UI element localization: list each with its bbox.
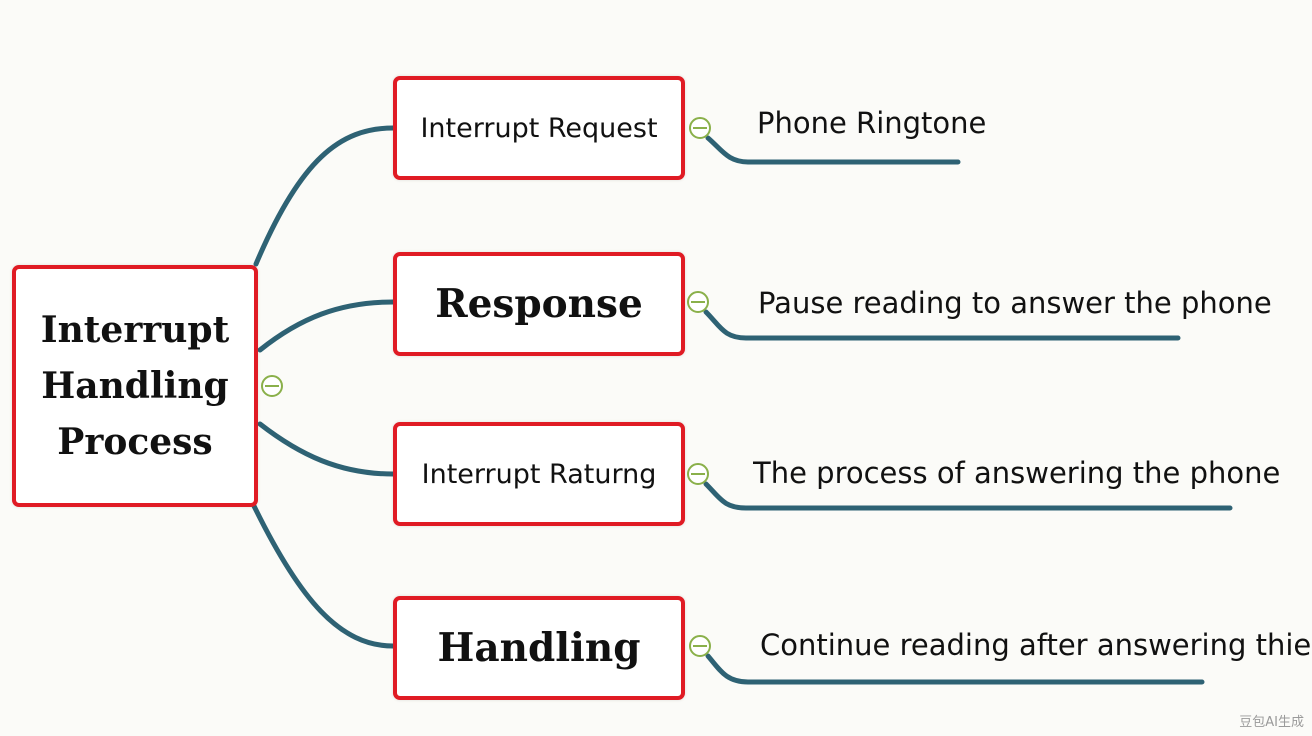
root-node[interactable]: Interrupt Handling Process — [12, 265, 258, 507]
leaf-detail-interrupt-request[interactable]: Phone Ringtone — [757, 106, 987, 140]
connector-handling-to-detail — [705, 653, 1205, 685]
branch-node-interrupt-raturng[interactable]: Interrupt Raturng — [393, 422, 685, 526]
collapse-toggle-handling[interactable] — [689, 635, 711, 657]
branch-node-handling[interactable]: Handling — [393, 596, 685, 700]
connector-root-to-interrupt-request — [253, 125, 396, 267]
branch-node-label: Interrupt Request — [420, 112, 658, 144]
collapse-toggle-interrupt-raturng[interactable] — [687, 463, 709, 485]
root-node-label: Interrupt Handling Process — [40, 309, 230, 463]
branch-node-label: Interrupt Raturng — [421, 458, 657, 490]
branch-node-response[interactable]: Response — [393, 252, 685, 356]
connector-root-to-response — [257, 299, 396, 353]
connector-interrupt-raturng-to-detail — [703, 481, 1233, 511]
collapse-toggle-response[interactable] — [687, 291, 709, 313]
leaf-detail-interrupt-raturng[interactable]: The process of answering the phone — [753, 456, 1281, 490]
collapse-toggle-interrupt-request[interactable] — [689, 117, 711, 139]
watermark: 豆包AI生成 — [1239, 715, 1304, 730]
branch-node-label: Response — [435, 281, 643, 327]
connector-root-to-interrupt-raturng — [257, 421, 396, 477]
connector-interrupt-request-to-detail — [705, 135, 961, 165]
connector-root-to-handling — [251, 503, 396, 649]
leaf-detail-handling[interactable]: Continue reading after answering thie — [760, 628, 1312, 662]
branch-node-interrupt-request[interactable]: Interrupt Request — [393, 76, 685, 180]
connector-response-to-detail — [703, 309, 1181, 341]
branch-node-label: Handling — [437, 625, 641, 671]
collapse-toggle-root[interactable] — [261, 375, 283, 397]
leaf-detail-response[interactable]: Pause reading to answer the phone — [758, 286, 1272, 320]
